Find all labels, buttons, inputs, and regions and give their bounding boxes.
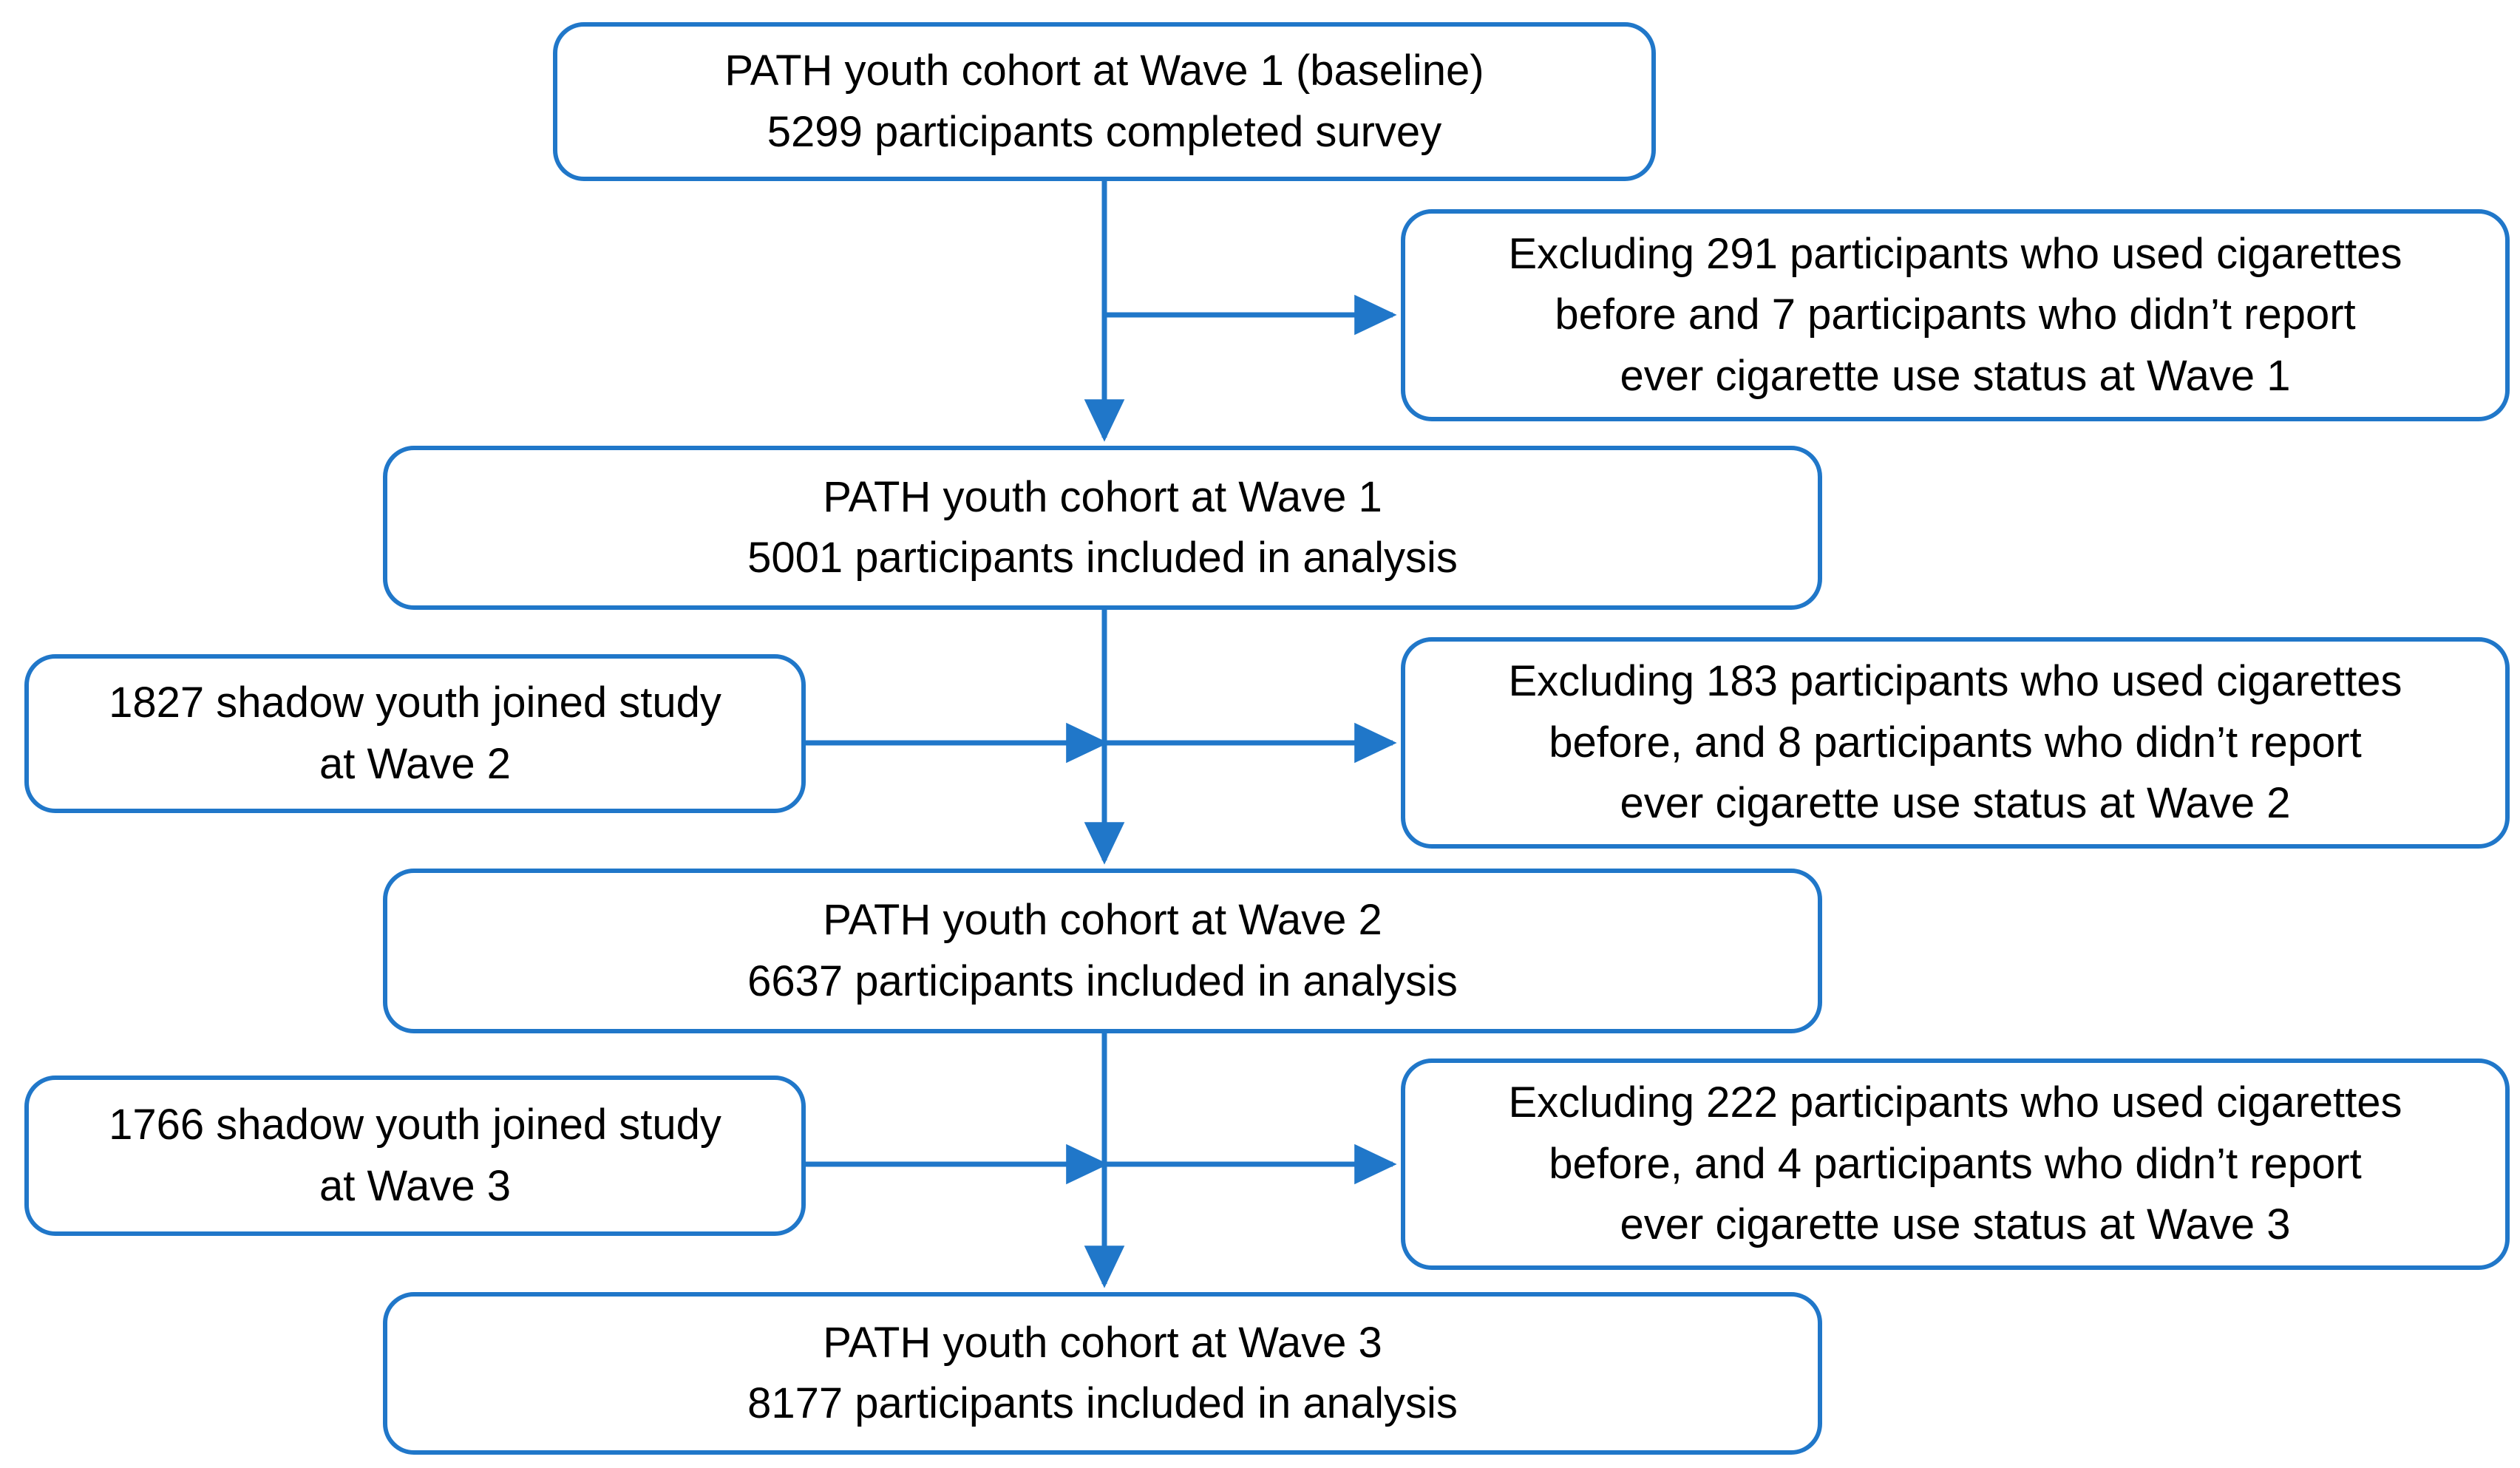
node-wave1-line-2: 5001 participants included in analysis [747,534,1458,582]
node-exclusion-wave1: Excluding 291 participants who used ciga… [1401,209,2510,421]
node-wave2-line-1: PATH youth cohort at Wave 2 [823,896,1382,945]
node-exclusion-wave2-line-1: Excluding 183 participants who used ciga… [1508,657,2402,706]
node-exclusion-wave1-line-3: ever cigarette use status at Wave 1 [1620,351,2291,400]
node-wave1-line-1: PATH youth cohort at Wave 1 [823,472,1382,521]
node-wave1-included: PATH youth cohort at Wave 1 5001 partici… [383,446,1822,610]
node-exclusion-wave3-line-2: before, and 4 participants who didn’t re… [1549,1139,2362,1188]
node-exclusion-wave2-line-2: before, and 8 participants who didn’t re… [1549,718,2362,767]
node-shadow-youth-wave3: 1766 shadow youth joined study at Wave 3 [24,1075,806,1236]
node-shadow-youth-wave2-line-1: 1827 shadow youth joined study [109,679,721,727]
node-exclusion-wave1-line-2: before and 7 participants who didn’t rep… [1555,290,2356,339]
node-shadow-youth-wave2-line-2: at Wave 2 [319,739,511,788]
node-wave2-included: PATH youth cohort at Wave 2 6637 partici… [383,869,1822,1033]
node-exclusion-wave3: Excluding 222 participants who used ciga… [1401,1058,2510,1270]
node-wave2-line-2: 6637 participants included in analysis [747,956,1458,1005]
node-baseline-line-2: 5299 participants completed survey [767,107,1442,156]
node-exclusion-wave3-line-1: Excluding 222 participants who used ciga… [1508,1078,2402,1127]
node-wave3-line-2: 8177 participants included in analysis [747,1379,1458,1427]
node-baseline-cohort: PATH youth cohort at Wave 1 (baseline) 5… [553,22,1656,181]
node-wave3-line-1: PATH youth cohort at Wave 3 [823,1318,1382,1367]
node-shadow-youth-wave3-line-2: at Wave 3 [319,1161,511,1210]
node-shadow-youth-wave2: 1827 shadow youth joined study at Wave 2 [24,654,806,813]
node-exclusion-wave2-line-3: ever cigarette use status at Wave 2 [1620,779,2291,828]
node-exclusion-wave1-line-1: Excluding 291 participants who used ciga… [1508,229,2402,278]
node-wave3-included: PATH youth cohort at Wave 3 8177 partici… [383,1292,1822,1455]
node-exclusion-wave3-line-3: ever cigarette use status at Wave 3 [1620,1200,2291,1249]
node-shadow-youth-wave3-line-1: 1766 shadow youth joined study [109,1101,721,1149]
node-exclusion-wave2: Excluding 183 participants who used ciga… [1401,637,2510,849]
node-baseline-line-1: PATH youth cohort at Wave 1 (baseline) [724,47,1484,95]
